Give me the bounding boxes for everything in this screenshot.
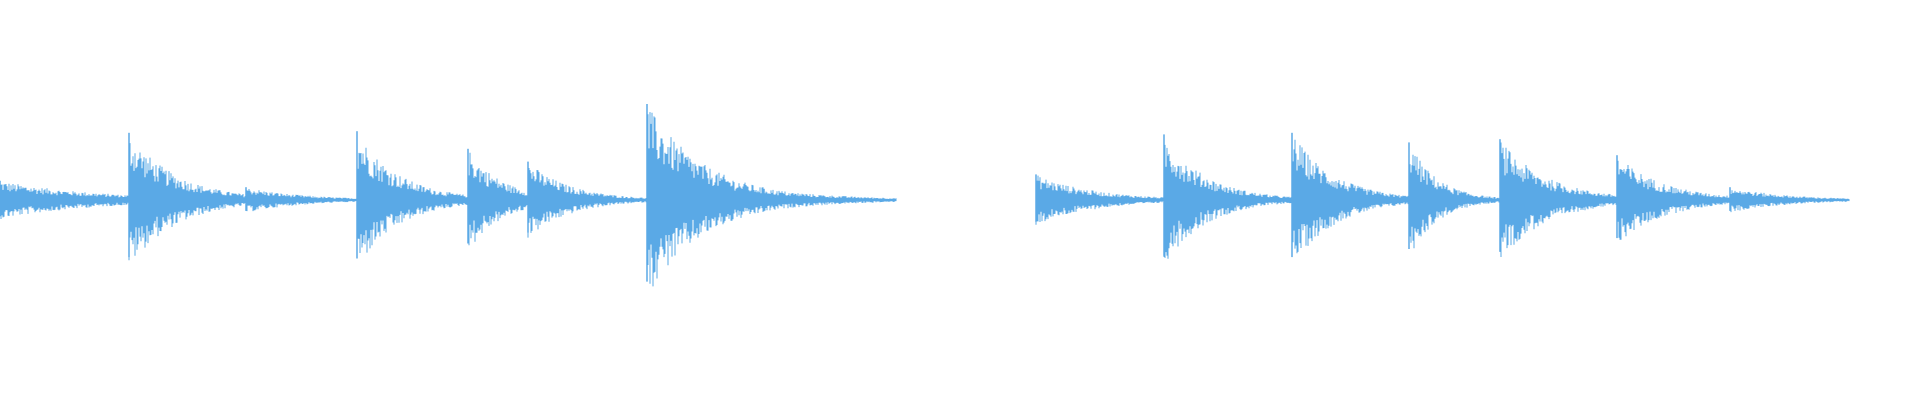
waveform-amplitude [1035, 136, 1850, 259]
waveform-clip-1 [0, 104, 897, 287]
waveform-clip-2 [1035, 132, 1850, 259]
waveform-amplitude [0, 112, 897, 287]
waveform-segments [0, 104, 1850, 287]
